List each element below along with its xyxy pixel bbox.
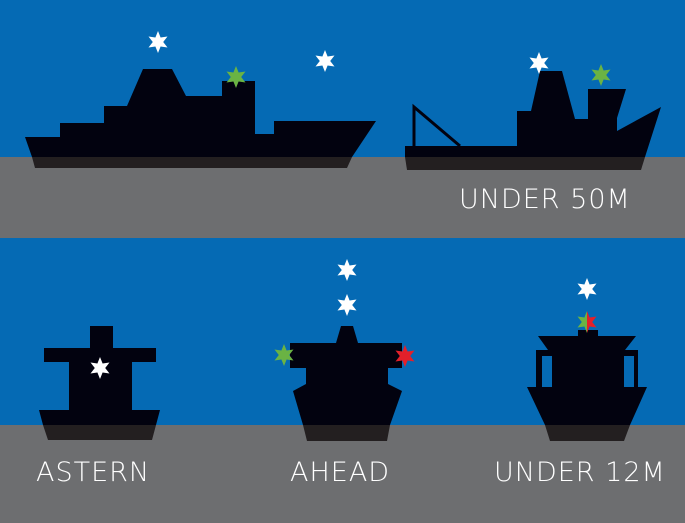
under-12m-vessel-hull-submerged xyxy=(545,425,630,441)
label-astern: ASTERN xyxy=(36,457,151,488)
label-ahead: AHEAD xyxy=(290,457,391,488)
water-bottom xyxy=(0,425,685,523)
large-vessel-hull xyxy=(25,69,376,157)
ahead-vessel-hull-submerged xyxy=(303,425,390,441)
under-12m-vessel-view xyxy=(527,278,647,441)
ahead-vessel-view xyxy=(274,259,415,441)
water-top xyxy=(0,157,685,238)
astern-vessel-view xyxy=(39,326,160,440)
small-vessel-hull xyxy=(405,71,661,157)
large-vessel-side-view xyxy=(25,31,376,168)
under-12m-vessel-hull xyxy=(527,330,647,425)
label-under-50m: UNDER 50M xyxy=(459,184,631,215)
astern-vessel-hull-submerged xyxy=(43,425,156,440)
ahead-vessel-hull xyxy=(290,326,402,425)
label-under-12m: UNDER 12M xyxy=(494,457,666,488)
small-vessel-derrick xyxy=(412,103,461,148)
under-12m-window-left xyxy=(542,356,552,387)
small-vessel-side-view xyxy=(405,52,661,170)
under-12m-window-right xyxy=(624,356,634,387)
large-vessel-hull-submerged xyxy=(32,157,352,168)
small-vessel-hull-submerged xyxy=(405,157,645,170)
